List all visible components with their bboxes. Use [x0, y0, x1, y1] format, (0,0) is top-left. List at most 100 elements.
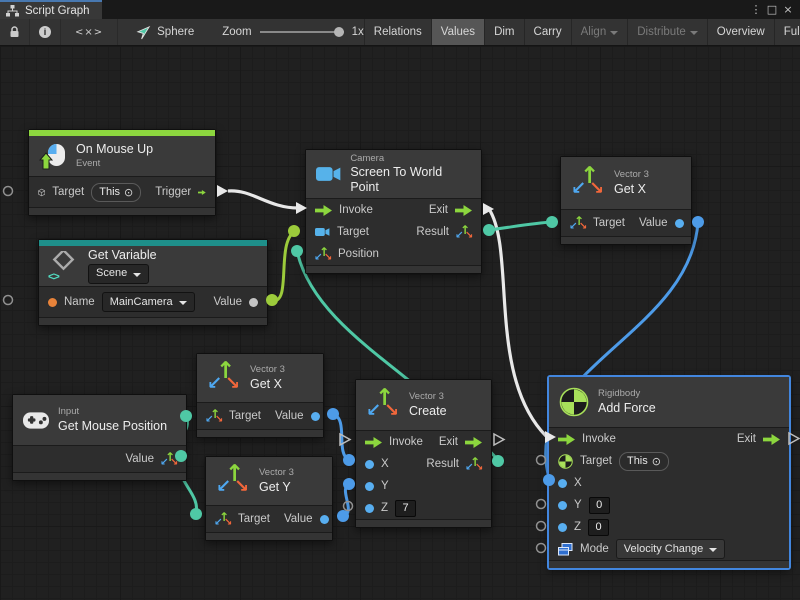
y-port[interactable]	[365, 482, 374, 491]
vector3-icon: ↑↙↘	[366, 389, 400, 421]
info-icon: i	[39, 26, 51, 38]
node-footer	[549, 560, 789, 568]
relations-button[interactable]: Relations	[364, 19, 431, 45]
vector3-port-icon[interactable]: ↑↙↘	[466, 457, 482, 472]
port-label-value: Value	[213, 296, 242, 308]
node-get-variable[interactable]: <> Get Variable Scene Name MainCamera Va…	[38, 239, 268, 326]
node-vector3-get-x-mid[interactable]: ↑↙↘ Vector 3 Get X ↑↙↘ Target Value	[196, 353, 324, 438]
flow-port-icon[interactable]	[315, 205, 332, 216]
vector3-port-icon[interactable]: ↑↙↘	[215, 512, 231, 527]
wire-trigger-to-invoke	[228, 191, 298, 208]
node-subtitle: Camera	[350, 153, 471, 164]
node-footer	[561, 236, 691, 244]
lock-button[interactable]	[0, 19, 30, 45]
maximize-icon[interactable]: □	[764, 3, 780, 16]
node-on-mouse-up[interactable]: On Mouse Up Event Target This⊙ Trigger	[28, 129, 216, 216]
vector3-port-icon[interactable]: ↑↙↘	[161, 452, 177, 467]
force-mode-dropdown[interactable]: Velocity Change	[616, 539, 726, 559]
port-label-target: Target	[238, 513, 270, 525]
graph-icon	[6, 5, 19, 17]
port-label-result: Result	[416, 226, 449, 238]
object-picker-icon[interactable]: ⊙	[652, 455, 661, 468]
zoom-slider-knob[interactable]	[334, 27, 344, 37]
node-footer	[306, 265, 481, 273]
port-label-target: Target	[580, 455, 612, 467]
dim-button[interactable]: Dim	[484, 19, 523, 45]
node-footer	[197, 429, 323, 437]
vector3-icon: ↑↙↘	[216, 465, 250, 497]
node-add-force[interactable]: Rigidbody Add Force Invoke Exit Target T…	[548, 376, 790, 569]
port-label-z: Z	[381, 502, 388, 514]
zoom-label: Zoom	[222, 26, 251, 38]
wire-camera-result-to-getx	[489, 222, 552, 230]
y-value-field[interactable]: 0	[589, 497, 610, 514]
align-dropdown[interactable]: Align	[571, 19, 628, 45]
object-picker-icon[interactable]: ⊙	[124, 186, 133, 199]
y-port[interactable]	[558, 501, 567, 510]
unity-variable-icon: <>	[49, 251, 79, 281]
value-port[interactable]	[311, 412, 320, 421]
chevron-down-icon	[690, 31, 698, 35]
wire-getx-to-create-x	[333, 414, 349, 460]
value-port[interactable]	[320, 515, 329, 524]
context-label[interactable]: Sphere	[157, 26, 194, 38]
z-value-field[interactable]: 0	[588, 519, 609, 536]
node-screen-to-world-point[interactable]: Camera Screen To World Point Invoke Exit…	[305, 149, 482, 274]
chevron-down-icon	[133, 273, 141, 277]
flow-port-icon[interactable]	[198, 187, 206, 198]
name-port[interactable]	[48, 298, 57, 307]
vector3-port-icon[interactable]: ↑↙↘	[315, 247, 331, 262]
info-button[interactable]: i	[30, 19, 61, 45]
flow-port-icon[interactable]	[558, 434, 575, 445]
node-get-mouse-position[interactable]: Input Get Mouse Position Value ↑↙↘	[12, 394, 187, 481]
value-port[interactable]	[675, 219, 684, 228]
variable-scope-dropdown[interactable]: Scene	[88, 264, 149, 284]
values-button[interactable]: Values	[431, 19, 484, 45]
full-screen-button[interactable]: Full Screen	[774, 19, 800, 45]
graph-context: Sphere	[136, 25, 194, 40]
gameobject-cube-icon	[38, 184, 45, 201]
node-vector3-create[interactable]: ↑↙↘ Vector 3 Create Invoke Exit X Result…	[355, 379, 492, 528]
carry-button[interactable]: Carry	[524, 19, 571, 45]
flow-port-icon[interactable]	[365, 437, 382, 448]
graph-canvas[interactable]: On Mouse Up Event Target This⊙ Trigger <…	[0, 46, 800, 600]
variable-name-dropdown[interactable]: MainCamera	[102, 292, 195, 312]
vector3-port-icon[interactable]: ↑↙↘	[570, 216, 586, 231]
camera-icon[interactable]	[315, 227, 330, 237]
node-title: Get Mouse Position	[58, 419, 167, 434]
z-port[interactable]	[558, 523, 567, 532]
vector3-port-icon[interactable]: ↑↙↘	[456, 225, 472, 240]
port-label-trigger: Trigger	[155, 186, 191, 198]
rigidbody-port-icon[interactable]	[558, 454, 573, 469]
distribute-dropdown[interactable]: Distribute	[627, 19, 707, 45]
port-label-mode: Mode	[580, 543, 609, 555]
value-port[interactable]	[249, 298, 258, 307]
tab-script-graph[interactable]: Script Graph	[0, 0, 102, 19]
x-port[interactable]	[365, 460, 374, 469]
zoom-slider[interactable]	[260, 26, 344, 38]
port-label-value: Value	[284, 513, 313, 525]
node-subtitle: Event	[76, 158, 153, 169]
port-label-exit: Exit	[429, 204, 448, 216]
node-title: On Mouse Up	[76, 142, 153, 157]
target-this-pill[interactable]: This⊙	[619, 452, 669, 471]
flow-port-icon[interactable]	[465, 437, 482, 448]
port-label-exit: Exit	[737, 433, 756, 445]
z-port[interactable]	[365, 504, 374, 513]
overview-button[interactable]: Overview	[707, 19, 774, 45]
node-vector3-get-y[interactable]: ↑↙↘ Vector 3 Get Y ↑↙↘ Target Value	[205, 456, 333, 541]
flow-port-icon[interactable]	[763, 434, 780, 445]
port-label-target: Target	[593, 217, 625, 229]
node-title: Get X	[614, 182, 649, 197]
kebab-menu-icon[interactable]: ⋮	[748, 3, 764, 16]
vector3-port-icon[interactable]: ↑↙↘	[206, 409, 222, 424]
rigidbody-icon	[559, 387, 589, 417]
node-vector3-get-x-top[interactable]: ↑↙↘ Vector 3 Get X ↑↙↘ Target Value	[560, 156, 692, 245]
close-icon[interactable]: ×	[780, 3, 796, 16]
camera-icon	[316, 166, 341, 182]
flow-port-icon[interactable]	[455, 205, 472, 216]
code-view-button[interactable]: <×>	[61, 19, 118, 45]
target-this-pill[interactable]: This⊙	[91, 183, 141, 202]
z-value-field[interactable]: 7	[395, 500, 416, 517]
x-port[interactable]	[558, 479, 567, 488]
